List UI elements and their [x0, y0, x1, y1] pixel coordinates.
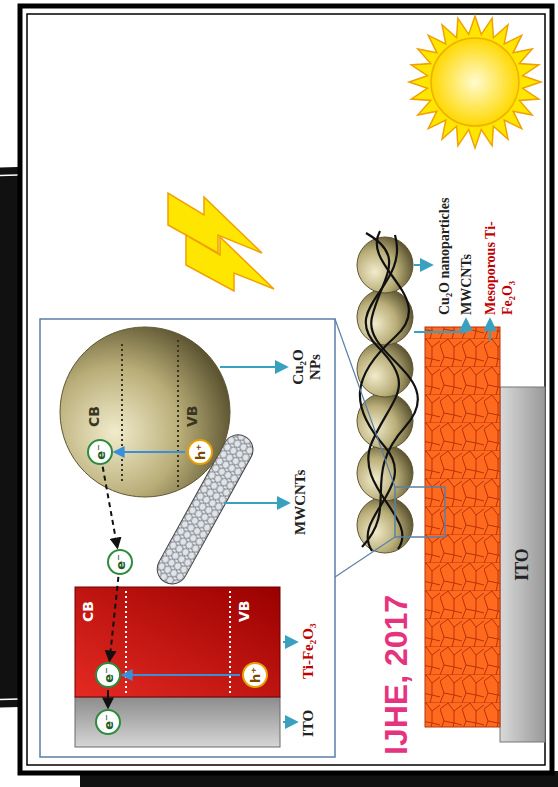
inset-frame — [40, 319, 335, 757]
part-label: Cu₂O NPs — [290, 339, 324, 395]
hematite-block — [75, 587, 280, 697]
charge-transfer-arrow — [103, 467, 118, 547]
layer-label: ITO — [512, 548, 533, 581]
charge-transfer-arrow — [107, 690, 109, 707]
electron-circle: e⁻ — [95, 662, 121, 688]
sun-rays — [409, 16, 541, 148]
charge-transfer-arrow — [110, 577, 119, 660]
part-label: MWCNTs — [458, 254, 475, 315]
band-block: CB VB e⁻ h⁺ — [60, 327, 230, 497]
band-label: CB — [86, 406, 102, 427]
charge-label: e⁻ — [114, 554, 127, 570]
part-label: Cu₂O nanoparticles — [436, 198, 453, 315]
substrate-bar: ITO — [500, 387, 545, 742]
band-label: VB — [236, 600, 252, 622]
cu2o-sphere — [60, 327, 230, 497]
electron-circle: e⁻ — [95, 709, 121, 735]
sun — [431, 38, 519, 126]
charge-label: h⁺ — [249, 667, 262, 683]
band-label: VB — [184, 405, 200, 427]
watermark: IJHE, 2017 — [378, 595, 414, 755]
ito-substrate — [500, 387, 545, 742]
charge-label: e⁻ — [94, 444, 107, 460]
hole-circle: h⁺ — [187, 439, 213, 465]
charge-label: h⁺ — [194, 444, 207, 460]
ito-slab — [75, 697, 280, 747]
zoom-line — [335, 537, 395, 577]
electron-circle: e⁻ — [87, 439, 113, 465]
charge-label: e⁻ — [102, 714, 115, 730]
hole-circle: h⁺ — [242, 662, 268, 688]
band-edge — [177, 337, 179, 487]
charge-label: e⁻ — [102, 667, 115, 683]
band-edge — [125, 591, 127, 693]
part-label: ITO — [300, 710, 317, 737]
leader-arrow — [224, 502, 288, 504]
electron-circle: e⁻ — [107, 549, 133, 575]
light-bolt — [168, 193, 262, 253]
part-label: MWCNTs — [292, 470, 309, 535]
band-edge — [229, 591, 231, 693]
part-label: Ti-Fe₂O₃ — [300, 624, 317, 679]
part-label: Mesoporous Ti-Fe₂O₃ — [482, 215, 516, 315]
card-inner-frame — [27, 14, 545, 765]
charge-transfer-arrow — [123, 674, 240, 676]
mesoporous-layer — [425, 327, 500, 727]
leader-arrow — [283, 721, 296, 723]
charge-transfer-arrow — [115, 451, 185, 453]
band-block: CB VB e⁻ h⁺ — [75, 587, 280, 697]
zoom-line — [335, 319, 395, 487]
leader-arrow — [489, 320, 491, 341]
leader-arrow — [220, 366, 286, 368]
light-bolt — [186, 235, 274, 291]
main-card — [20, 6, 552, 773]
nanotube-strands — [360, 231, 418, 551]
leader-arrow — [283, 641, 296, 643]
band-label: CB — [80, 601, 96, 622]
leader-arrow — [414, 320, 466, 332]
leader-arrow — [414, 264, 431, 266]
zoom-box — [395, 487, 445, 537]
band-edge — [121, 343, 123, 481]
